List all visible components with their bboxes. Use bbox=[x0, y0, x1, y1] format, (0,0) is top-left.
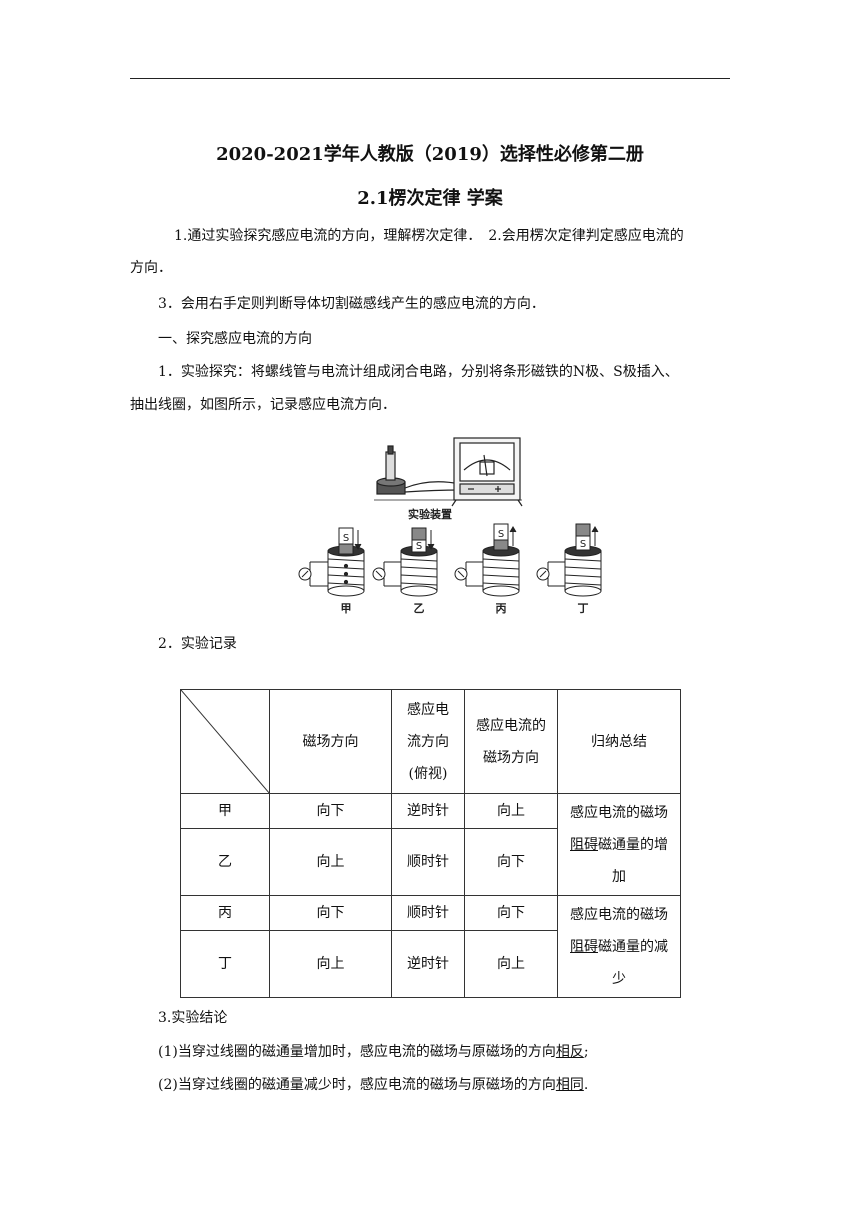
experiment-figure: 实验装置 S 甲 S 乙 bbox=[298, 437, 602, 615]
goals-line-3: 3．会用右手定则判断导体切割磁感线产生的感应电流的方向． bbox=[158, 296, 545, 312]
header-current-line-2: 流方向 bbox=[407, 733, 449, 750]
header-induced-field: 感应电流的 磁场方向 bbox=[464, 689, 558, 794]
cell-induced: 向上 bbox=[464, 793, 558, 829]
summary-increase-key: 阻碍 bbox=[570, 836, 598, 853]
goals-line-1: 1.通过实验探究感应电流的方向，理解楞次定律． 2.会用楞次定律判定感应电流的 bbox=[174, 228, 684, 244]
summary-increase: 感应电流的磁场 阻碍磁通量的增 加 bbox=[557, 793, 681, 896]
experiment-line-2: 抽出线圈，如图所示，记录感应电流方向． bbox=[130, 397, 396, 413]
summary-increase-line-1: 感应电流的磁场 bbox=[570, 804, 668, 821]
cell-field: 向上 bbox=[269, 828, 392, 896]
document-subtitle: 2.1楞次定律 学案 bbox=[357, 188, 503, 209]
conclusion-1-key: 相反 bbox=[555, 1044, 584, 1060]
diagonal-header-cell bbox=[180, 689, 270, 794]
header-rule bbox=[130, 78, 730, 79]
header-current-line-1: 感应电 bbox=[407, 701, 449, 718]
record-heading: 2．实验记录 bbox=[158, 636, 237, 652]
cell-induced: 向下 bbox=[464, 895, 558, 931]
header-current-direction: 感应电 流方向 (俯视) bbox=[391, 689, 465, 794]
coil-setup-yi bbox=[372, 527, 438, 597]
summary-increase-line-3: 加 bbox=[612, 868, 626, 885]
summary-decrease-line-3: 少 bbox=[612, 970, 626, 987]
header-induced-line-1: 感应电流的 bbox=[476, 717, 546, 734]
conclusion-line-1: (1)当穿过线圈的磁通量增加时，感应电流的磁场与原磁场的方向相反; bbox=[158, 1041, 589, 1061]
header-field-direction: 磁场方向 bbox=[269, 689, 392, 794]
table-row: 丙 向下 顺时针 向下 感应电流的磁场 阻碍磁通量的减 少 bbox=[180, 895, 681, 998]
summary-decrease-text: 磁通量的减 bbox=[598, 938, 668, 955]
coil-setup-ding bbox=[536, 523, 602, 597]
cell-current: 逆时针 bbox=[391, 930, 465, 998]
conclusion-2-text: (2)当穿过线圈的磁通量减少时，感应电流的磁场与原磁场的方向 bbox=[158, 1077, 556, 1093]
row-label: 乙 bbox=[180, 828, 270, 896]
table-row: 乙 向上 顺时针 向下 bbox=[180, 828, 681, 896]
coil-setup-jia bbox=[298, 527, 365, 597]
summary-decrease: 感应电流的磁场 阻碍磁通量的减 少 bbox=[557, 895, 681, 998]
summary-increase-line-2: 阻碍磁通量的增 bbox=[558, 829, 680, 861]
row-label: 甲 bbox=[180, 793, 270, 829]
summary-increase-text: 磁通量的增 bbox=[598, 836, 668, 853]
magnet-label-bing: S bbox=[498, 529, 504, 540]
conclusion-1-text: (1)当穿过线圈的磁通量增加时，感应电流的磁场与原磁场的方向 bbox=[158, 1044, 556, 1060]
figure-caption: 实验装置 bbox=[408, 507, 452, 521]
experiment-record-table: 磁场方向 感应电 流方向 (俯视) 感应电流的 磁场方向 归纳总结 甲 向下 逆… bbox=[180, 689, 681, 998]
cell-field: 向下 bbox=[269, 793, 392, 829]
label-yi: 乙 bbox=[414, 602, 425, 615]
header-induced-line-2: 磁场方向 bbox=[483, 749, 539, 766]
section-heading: 一、探究感应电流的方向 bbox=[158, 331, 312, 347]
cell-field: 向下 bbox=[269, 895, 392, 931]
summary-decrease-key: 阻碍 bbox=[570, 938, 598, 955]
conclusion-heading: 3.实验结论 bbox=[158, 1010, 228, 1026]
cell-current: 逆时针 bbox=[391, 793, 465, 829]
experiment-line-1: 1．实验探究：将螺线管与电流计组成闭合电路，分别将条形磁铁的N极、S极插入、 bbox=[158, 364, 679, 380]
conclusion-2-key: 相同 bbox=[555, 1077, 584, 1093]
cell-current: 顺时针 bbox=[391, 828, 465, 896]
summary-decrease-line-2: 阻碍磁通量的减 bbox=[558, 931, 680, 963]
label-jia: 甲 bbox=[341, 602, 352, 615]
magnet-label-yi: S bbox=[416, 541, 422, 552]
apparatus-drawing bbox=[374, 437, 523, 507]
cell-induced: 向下 bbox=[464, 828, 558, 896]
table-header-row: 磁场方向 感应电 流方向 (俯视) 感应电流的 磁场方向 归纳总结 bbox=[180, 689, 681, 794]
summary-decrease-line-1: 感应电流的磁场 bbox=[570, 906, 668, 923]
label-ding: 丁 bbox=[578, 602, 589, 615]
conclusion-line-2: (2)当穿过线圈的磁通量减少时，感应电流的磁场与原磁场的方向相同. bbox=[158, 1074, 588, 1094]
row-label: 丁 bbox=[180, 930, 270, 998]
magnet-label-jia: S bbox=[343, 533, 349, 544]
cell-field: 向上 bbox=[269, 930, 392, 998]
goals-line-2: 方向． bbox=[130, 260, 172, 276]
cell-current: 顺时针 bbox=[391, 895, 465, 931]
document-title: 2020-2021学年人教版（2019）选择性必修第二册 bbox=[216, 144, 644, 165]
header-current-line-3: (俯视) bbox=[408, 765, 448, 782]
row-label: 丙 bbox=[180, 895, 270, 931]
conclusion-2-end: . bbox=[583, 1077, 589, 1093]
label-bing: 丙 bbox=[496, 602, 507, 615]
header-summary: 归纳总结 bbox=[557, 689, 681, 794]
cell-induced: 向上 bbox=[464, 930, 558, 998]
magnet-label-ding: S bbox=[580, 539, 586, 550]
conclusion-1-end: ; bbox=[583, 1044, 589, 1060]
diagonal-line bbox=[181, 690, 270, 794]
table-row: 丁 向上 逆时针 向上 bbox=[180, 930, 681, 998]
coil-setup-bing bbox=[454, 523, 520, 597]
table-row: 甲 向下 逆时针 向上 感应电流的磁场 阻碍磁通量的增 加 bbox=[180, 793, 681, 896]
